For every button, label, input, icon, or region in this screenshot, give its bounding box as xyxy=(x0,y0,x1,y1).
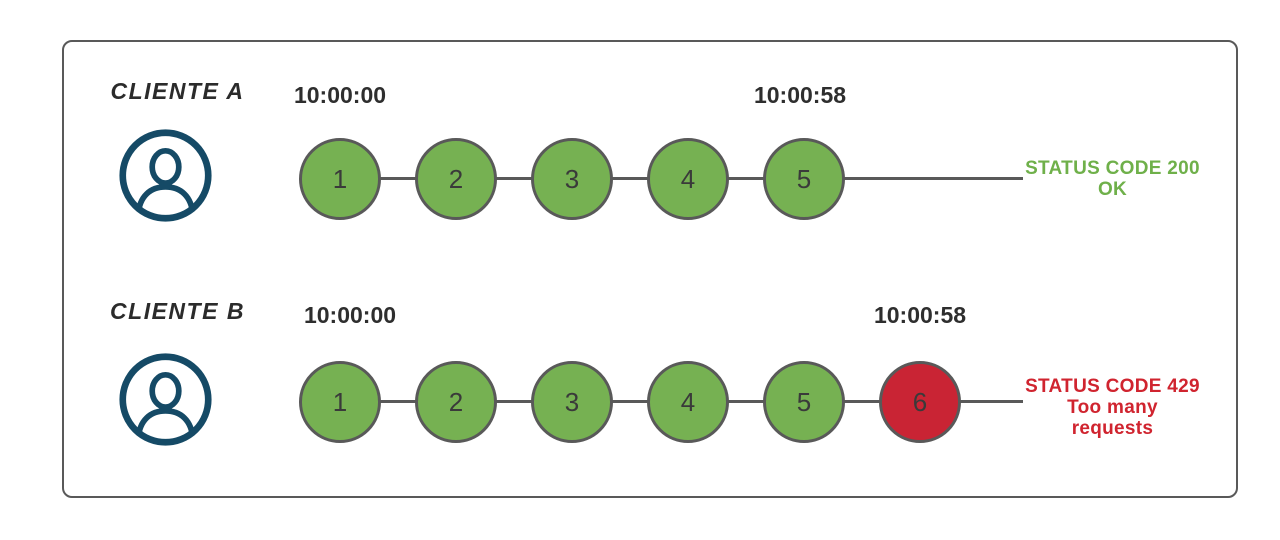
diagram-border-box xyxy=(62,40,1238,498)
